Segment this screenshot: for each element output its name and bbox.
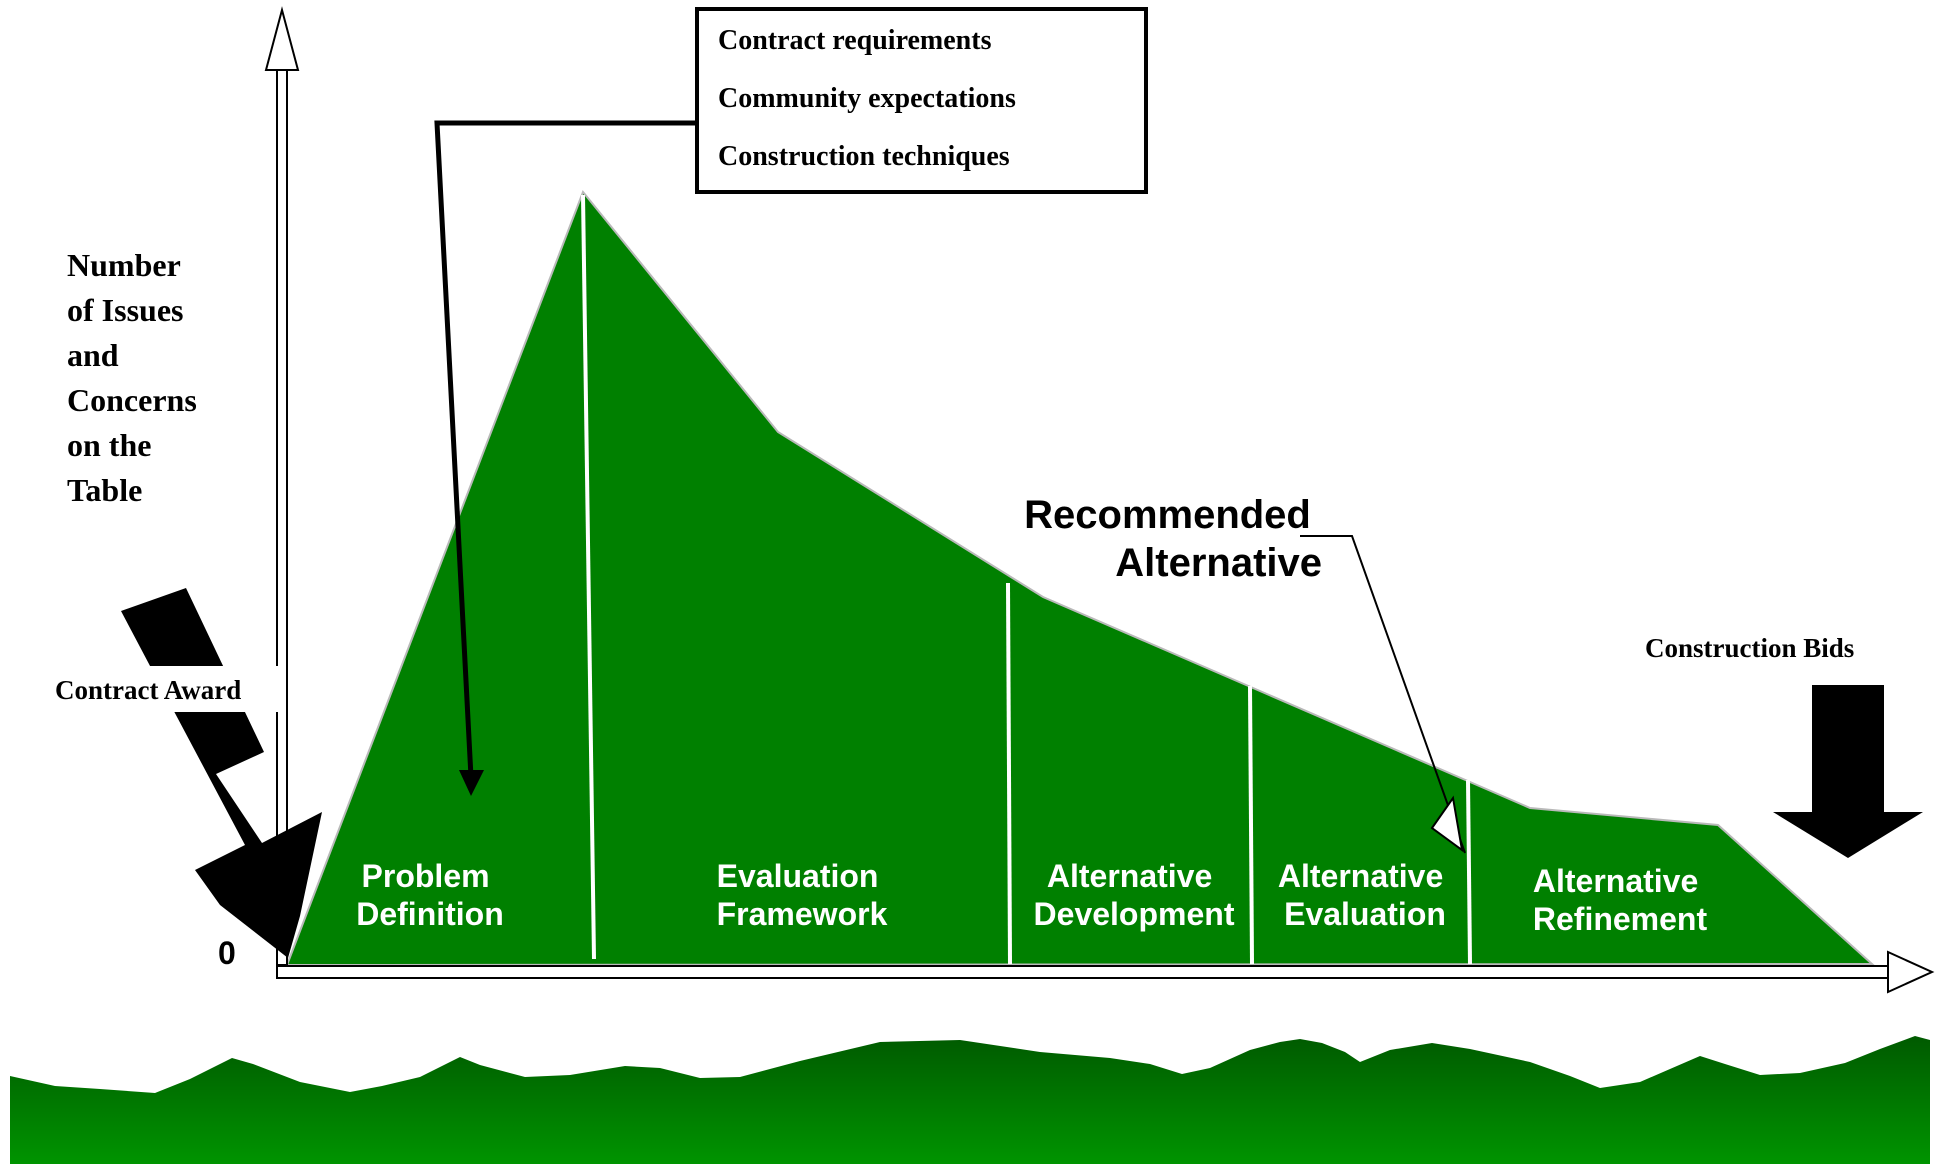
phase-label-line: Definition bbox=[356, 896, 504, 932]
phase-label-line: Alternative bbox=[1278, 858, 1443, 894]
phase-label-line: Alternative bbox=[1047, 858, 1212, 894]
y-axis-label: Number of Issues and Concerns on the Tab… bbox=[67, 247, 205, 508]
origin-label: 0 bbox=[218, 935, 236, 971]
y-axis-label-line: of Issues bbox=[67, 292, 183, 328]
phase-label-evaluation-framework: Evaluation Framework bbox=[717, 858, 888, 932]
construction-bids-label: Construction Bids bbox=[1645, 633, 1854, 663]
phase-label-line: Evaluation bbox=[1284, 896, 1446, 932]
phase-label-alternative-evaluation: Alternative Evaluation bbox=[1278, 858, 1452, 932]
callout-item-construction-techniques: Construction techniques bbox=[718, 141, 1010, 172]
phase-divider-4 bbox=[1466, 779, 1472, 965]
y-axis-label-line: Table bbox=[67, 472, 142, 508]
issues-area bbox=[285, 190, 1875, 967]
construction-bids-arrow bbox=[1773, 685, 1923, 858]
phase-label-line: Development bbox=[1034, 896, 1235, 932]
callout-box bbox=[695, 7, 1148, 194]
contract-award-label: Contract Award bbox=[55, 675, 241, 705]
recommended-alternative-label: Recommended Alternative bbox=[1024, 493, 1322, 585]
recommended-alternative-pointer bbox=[1300, 535, 1466, 854]
callout-connector-arrowhead bbox=[459, 770, 484, 796]
phase-label-line: Refinement bbox=[1533, 901, 1708, 937]
y-axis bbox=[264, 6, 300, 966]
recommended-alternative-arrowhead bbox=[1430, 795, 1464, 853]
phase-label-line: Problem bbox=[362, 858, 490, 894]
phase-divider-1 bbox=[581, 194, 596, 960]
callout-item-contract-requirements: Contract requirements bbox=[718, 25, 992, 56]
recommended-alternative-line2: Alternative bbox=[1115, 541, 1322, 585]
phase-label-line: Alternative bbox=[1533, 863, 1698, 899]
contract-award-label-bg bbox=[50, 666, 282, 712]
phase-label-problem-definition: Problem Definition bbox=[356, 858, 504, 932]
phase-label-alternative-development: Alternative Development bbox=[1034, 858, 1235, 932]
callout-connector-line bbox=[434, 120, 700, 778]
phase-divider-2 bbox=[1006, 582, 1012, 965]
ground-landscape bbox=[10, 1036, 1930, 1164]
phase-divider-3 bbox=[1248, 685, 1254, 965]
y-axis-label-line: and bbox=[67, 337, 119, 373]
phase-label-line: Evaluation bbox=[717, 858, 879, 894]
phase-label-alternative-refinement: Alternative Refinement bbox=[1533, 863, 1708, 937]
callout-box-items: Contract requirements Community expectat… bbox=[718, 25, 1023, 172]
y-axis-label-line: on the bbox=[67, 427, 151, 463]
phase-label-line: Framework bbox=[717, 896, 888, 932]
contract-award-arrow bbox=[121, 588, 322, 958]
x-axis bbox=[276, 950, 1935, 994]
callout-item-community-expectations: Community expectations bbox=[718, 83, 1016, 114]
y-axis-label-line: Number bbox=[67, 247, 181, 283]
y-axis-label-line: Concerns bbox=[67, 382, 197, 418]
recommended-alternative-line1: Recommended bbox=[1024, 493, 1311, 537]
